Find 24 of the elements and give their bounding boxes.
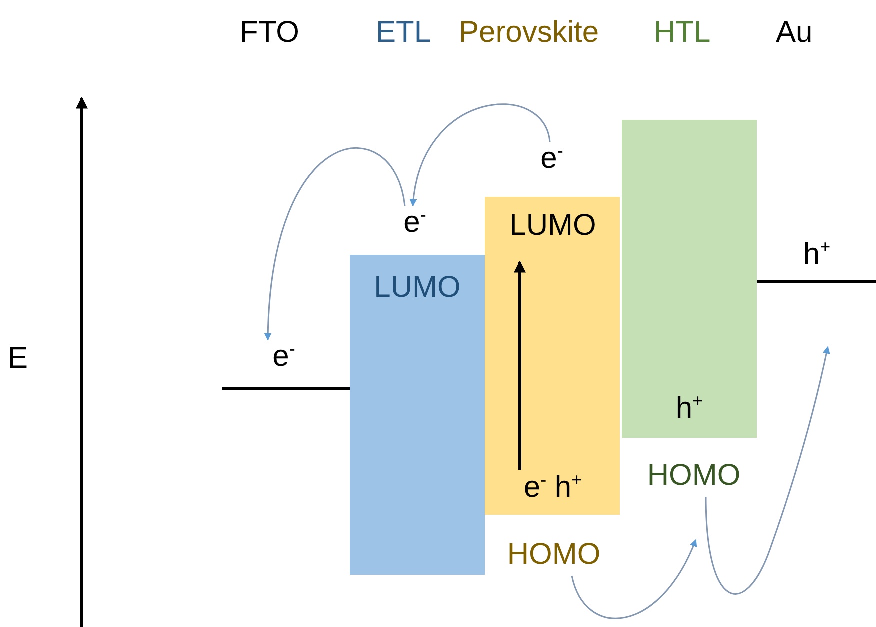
layer-band	[350, 255, 485, 575]
layer-label: ETL	[376, 18, 432, 48]
arrow	[514, 260, 526, 470]
level-label: e$^{-}$ h$^{+}$	[503, 473, 603, 503]
axis-label: E	[8, 344, 28, 374]
layer-label: HTL	[654, 18, 711, 48]
layer-band	[485, 197, 620, 515]
layer-label: Perovskite	[459, 18, 600, 48]
level-label: LUMO	[505, 211, 601, 241]
level-label: e$^{-}$	[393, 208, 437, 238]
level-label: e$^{-}$	[530, 144, 574, 174]
arrow	[410, 104, 551, 207]
layer-label: FTO	[240, 18, 300, 48]
level-label: h$^{+}$	[795, 240, 839, 270]
arrow	[705, 346, 830, 595]
band-label: LUMO	[374, 273, 461, 303]
arrow	[571, 539, 697, 620]
level-label: e$^{-}$	[262, 342, 306, 372]
layer-label: Au	[776, 18, 813, 48]
band-label: h$^{+}$	[676, 394, 704, 424]
level-label: HOMO	[496, 540, 612, 570]
level-label: HOMO	[636, 461, 752, 491]
arrow	[264, 148, 406, 341]
layer-band	[622, 120, 757, 438]
